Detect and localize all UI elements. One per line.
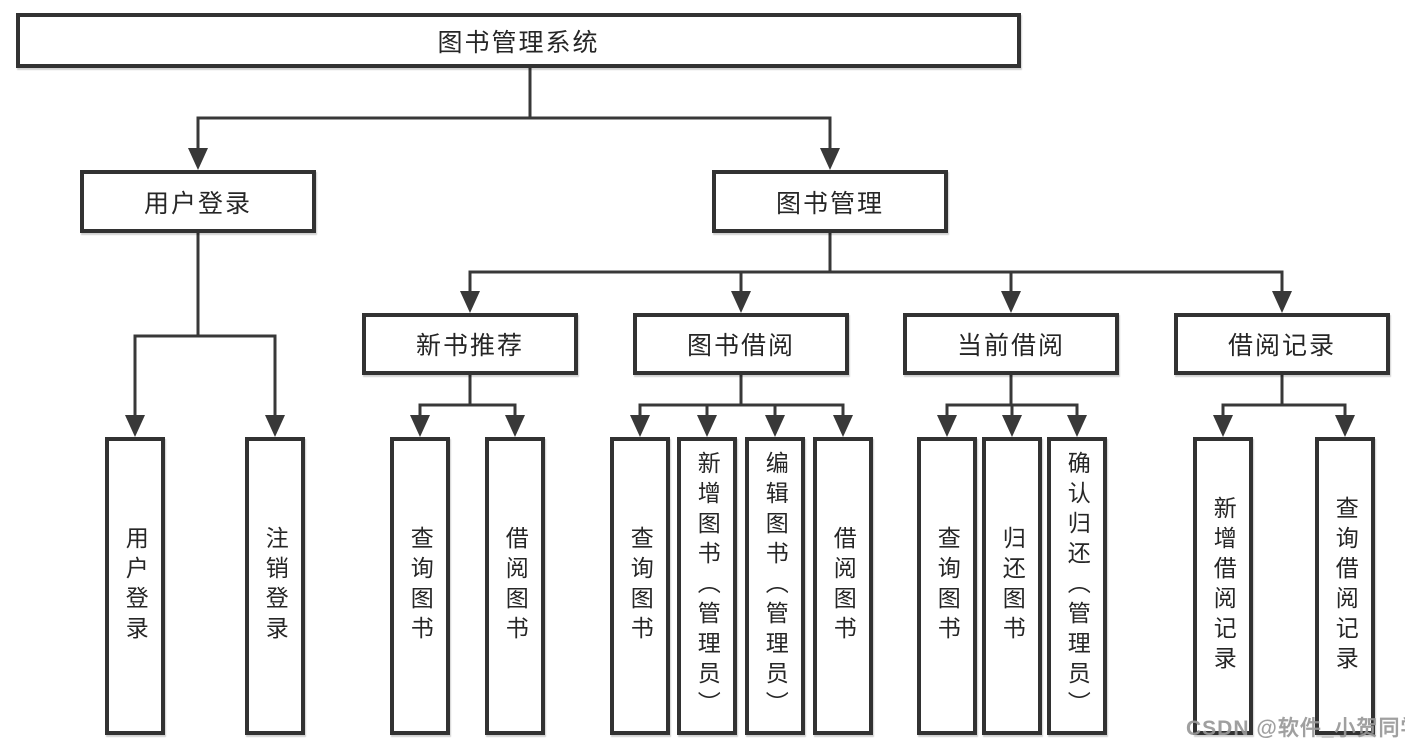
- arrowhead-icons: [125, 148, 1355, 437]
- leaf-borrow-query: 查询图书: [610, 437, 670, 735]
- node-borrow-records: 借阅记录: [1174, 313, 1390, 375]
- leaf-label: 注销登录: [262, 526, 289, 646]
- leaf-label: 查询借阅记录: [1332, 496, 1359, 676]
- node-label: 用户登录: [143, 189, 252, 218]
- leaf-label: 用户登录: [122, 526, 149, 646]
- node-book-management: 图书管理: [712, 170, 948, 233]
- leaf-label: 查询图书: [407, 526, 434, 646]
- leaf-logout: 注销登录: [245, 437, 305, 735]
- node-current-borrow: 当前借阅: [903, 313, 1119, 375]
- leaf-label: 借阅图书: [830, 526, 857, 646]
- leaf-label: 借阅图书: [502, 526, 529, 646]
- leaf-label: 确认归还（管理员）: [1064, 451, 1091, 721]
- leaf-record-query: 查询借阅记录: [1315, 437, 1375, 735]
- leaf-label: 编辑图书（管理员）: [762, 451, 789, 721]
- watermark: CSDN @软件_小贺同学: [1186, 717, 1405, 740]
- node-new-book-recommend: 新书推荐: [362, 313, 578, 375]
- node-label: 图书管理: [775, 189, 884, 218]
- node-book-borrow: 图书借阅: [633, 313, 849, 375]
- node-label: 图书管理系统: [437, 28, 600, 57]
- node-label: 新书推荐: [415, 332, 524, 360]
- leaf-newbook-borrow: 借阅图书: [485, 437, 545, 735]
- leaf-label: 查询图书: [934, 526, 961, 646]
- node-label: 图书借阅: [686, 332, 795, 360]
- node-library-system: 图书管理系统: [16, 13, 1021, 68]
- leaf-newbook-query: 查询图书: [390, 437, 450, 735]
- leaf-current-query: 查询图书: [917, 437, 977, 735]
- leaf-borrow-add-book: 新增图书（管理员）: [677, 437, 737, 735]
- leaf-borrow-edit-book: 编辑图书（管理员）: [745, 437, 805, 735]
- leaf-label: 归还图书: [999, 526, 1026, 646]
- leaf-borrow-borrow-book: 借阅图书: [813, 437, 873, 735]
- leaf-label: 新增借阅记录: [1210, 496, 1237, 676]
- connector-path: [133, 66, 1347, 421]
- node-label: 当前借阅: [956, 332, 1065, 360]
- leaf-current-return: 归还图书: [982, 437, 1042, 735]
- leaf-record-add: 新增借阅记录: [1193, 437, 1253, 735]
- node-user-login: 用户登录: [80, 170, 316, 233]
- node-label: 借阅记录: [1227, 332, 1336, 360]
- leaf-current-confirm-return: 确认归还（管理员）: [1047, 437, 1107, 735]
- leaf-label: 查询图书: [627, 526, 654, 646]
- leaf-label: 新增图书（管理员）: [694, 451, 721, 721]
- leaf-user-login: 用户登录: [105, 437, 165, 735]
